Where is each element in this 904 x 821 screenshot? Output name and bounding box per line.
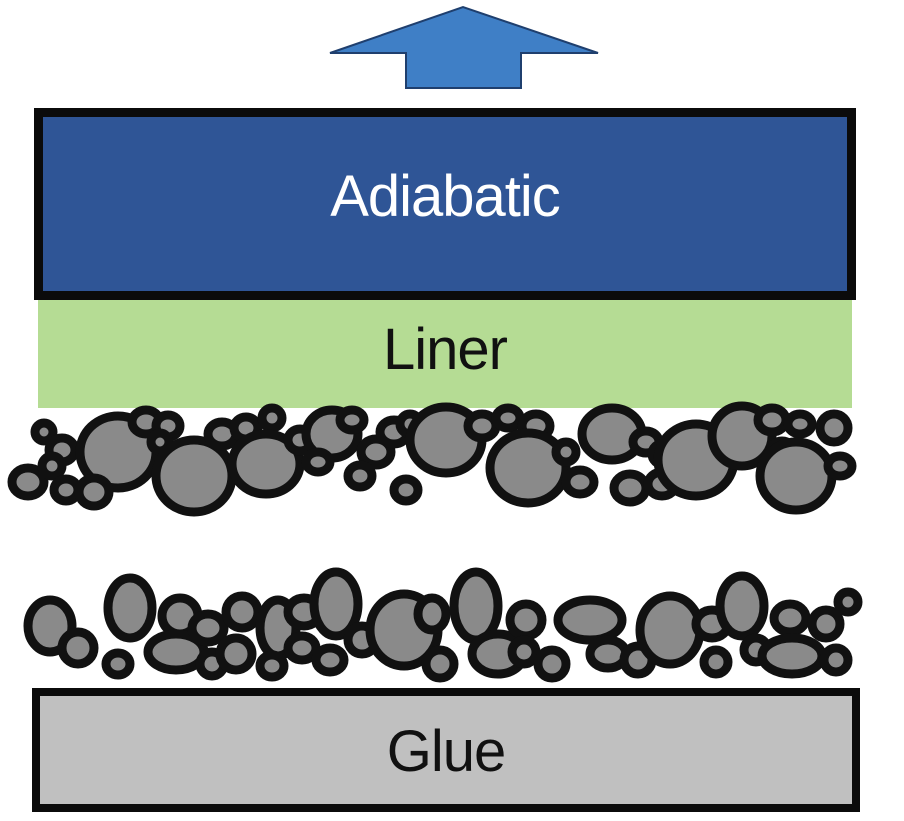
particle-icon	[215, 633, 257, 675]
particle-icon	[815, 409, 853, 447]
glue-label: Glue	[386, 719, 507, 784]
particle-icon	[755, 437, 837, 515]
particle-icon	[257, 403, 287, 433]
particle-icon	[343, 460, 377, 492]
particle-icon	[807, 605, 845, 643]
particle-icon	[57, 627, 99, 669]
adiabatic-label: Adiabatic	[330, 164, 561, 229]
particle-icon	[635, 591, 705, 669]
particle-icon	[49, 474, 83, 506]
particle-icon	[389, 474, 423, 506]
particle-icon	[753, 403, 791, 437]
particle-icon	[823, 451, 857, 481]
particle-icon	[553, 595, 627, 645]
particle-icon	[783, 409, 817, 439]
particle-icon	[37, 451, 67, 481]
particle-icon	[485, 428, 571, 508]
particle-icon	[283, 631, 321, 665]
particle-icon	[769, 599, 811, 637]
particle-icon	[533, 645, 571, 683]
particle-icon	[30, 418, 58, 446]
particle-icon	[103, 573, 157, 643]
particle-icon	[551, 437, 581, 467]
liner-layer: Liner	[38, 300, 852, 408]
particle-icon	[335, 405, 369, 435]
particle-icon	[757, 633, 827, 679]
up-arrow-icon	[329, 5, 599, 89]
particle-icon	[74, 473, 114, 511]
particle-icon	[227, 429, 305, 499]
adiabatic-layer: Adiabatic	[34, 108, 856, 300]
particle-icon	[101, 648, 135, 680]
particle-icon	[221, 591, 263, 633]
particle-icon	[421, 645, 459, 683]
particle-icon	[609, 469, 651, 507]
particle-icon	[255, 650, 289, 682]
glue-layer: Glue	[32, 688, 860, 812]
particle-icon	[819, 643, 853, 677]
particle-icon	[146, 428, 174, 456]
particle-icon	[151, 435, 237, 517]
particle-icon	[309, 567, 363, 641]
particle-icon	[715, 571, 769, 641]
particle-icon	[507, 635, 541, 669]
particle-icon	[699, 645, 733, 679]
particle-icon	[7, 463, 49, 501]
particle-icon	[505, 599, 547, 641]
liner-label: Liner	[383, 317, 508, 382]
particle-icon	[833, 587, 863, 617]
particle-icon	[187, 609, 229, 647]
particle-icon	[449, 567, 503, 645]
particle-icon	[413, 593, 451, 635]
particle-icon	[491, 403, 525, 433]
particle-icon	[561, 465, 599, 499]
particle-icon	[301, 447, 335, 477]
particle-icon	[311, 643, 349, 677]
